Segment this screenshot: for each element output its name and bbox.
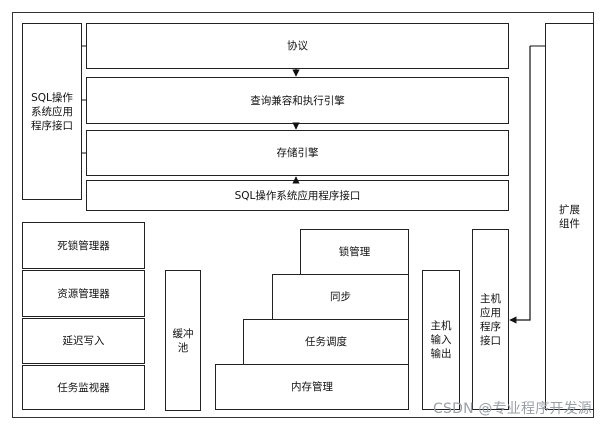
query-engine-box: 查询兼容和执行引擎 — [86, 77, 509, 124]
memory-manager-label: 内存管理 — [291, 381, 333, 393]
host-io-box: 主机输入输出 — [422, 270, 460, 410]
protocol-label: 协议 — [287, 40, 308, 52]
buffer-pool-label: 缓冲池 — [172, 327, 194, 354]
protocol-box: 协议 — [86, 23, 509, 69]
left-sql-os-api-label: SQL操作系统应用程序接口 — [31, 91, 73, 132]
lazy-writer-box: 延迟写入 — [22, 318, 145, 364]
resource-manager-label: 资源管理器 — [57, 287, 110, 300]
task-monitor-label: 任务监视器 — [57, 381, 110, 394]
host-api-box: 主机应用程序接口 — [472, 229, 509, 410]
host-io-label: 主机输入输出 — [430, 320, 452, 360]
task-scheduler-box: 任务调度 — [243, 319, 409, 365]
task-scheduler-label: 任务调度 — [305, 336, 347, 348]
lock-manager-box: 锁管理 — [300, 229, 409, 275]
memory-manager-box: 内存管理 — [215, 364, 409, 410]
storage-engine-label: 存储引擎 — [276, 147, 319, 159]
csdn-watermark: CSDN @专业程序开发源 — [433, 401, 592, 417]
sync-label: 同步 — [330, 291, 351, 303]
extensions-label: 扩展组件 — [559, 203, 580, 230]
storage-engine-box: 存储引擎 — [86, 130, 509, 176]
extensions-box: 扩展组件 — [545, 23, 594, 410]
sync-box: 同步 — [272, 274, 409, 320]
resource-manager-box: 资源管理器 — [22, 270, 145, 317]
sql-os-api-box: SQL操作系统应用程序接口 — [86, 180, 509, 211]
left-sql-os-api-box: SQL操作系统应用程序接口 — [22, 23, 82, 200]
query-engine-label: 查询兼容和执行引擎 — [250, 94, 345, 107]
lazy-writer-label: 延迟写入 — [62, 335, 105, 347]
sql-os-api-label: SQL操作系统应用程序接口 — [234, 189, 361, 202]
lock-manager-label: 锁管理 — [338, 246, 371, 258]
deadlock-manager-label: 死锁管理器 — [57, 239, 110, 252]
host-api-label: 主机应用程序接口 — [480, 292, 501, 347]
task-monitor-box: 任务监视器 — [22, 365, 145, 410]
buffer-pool-box: 缓冲池 — [165, 270, 201, 411]
deadlock-manager-box: 死锁管理器 — [22, 222, 145, 269]
